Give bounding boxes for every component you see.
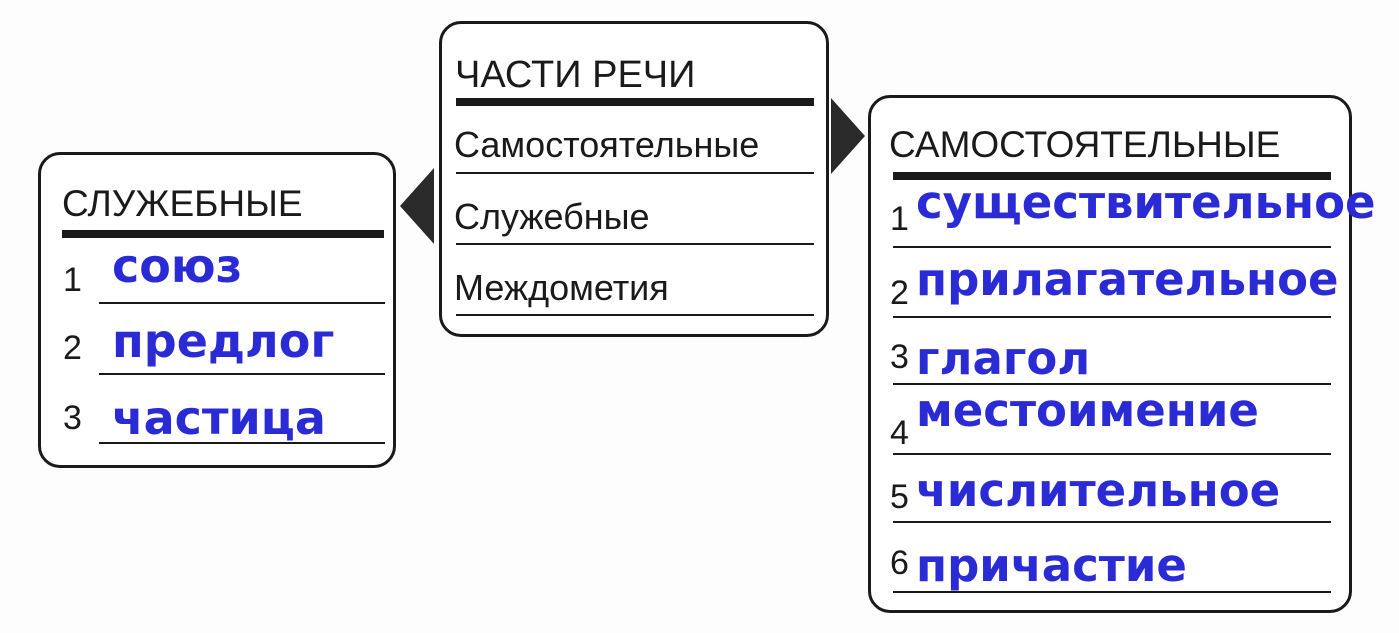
row-number: 3 bbox=[890, 338, 909, 376]
row-number: 3 bbox=[63, 399, 82, 437]
answer-verb: глагол bbox=[916, 332, 1091, 385]
row-line bbox=[893, 383, 1331, 385]
row-number: 2 bbox=[63, 329, 82, 367]
answer-adjective: прилагательное bbox=[916, 253, 1339, 306]
answer-participle: причастие bbox=[916, 539, 1187, 592]
row-line bbox=[893, 453, 1331, 455]
item-interjections: Междометия bbox=[454, 267, 669, 308]
row-number: 4 bbox=[890, 414, 909, 452]
answer-particle: частица bbox=[112, 391, 326, 445]
answer-pronoun: местоимение bbox=[916, 384, 1259, 437]
item-line bbox=[456, 243, 814, 245]
arrow-left-icon bbox=[400, 168, 434, 244]
answer-noun: существительное bbox=[916, 176, 1376, 229]
item-line bbox=[456, 172, 814, 174]
row-line bbox=[99, 442, 385, 444]
answer-preposition: предлог bbox=[112, 314, 335, 368]
parts-of-speech-title: ЧАСТИ РЕЧИ bbox=[455, 54, 696, 96]
parts-of-speech-box: ЧАСТИ РЕЧИ Самостоятельные Служебные Меж… bbox=[439, 21, 829, 337]
arrow-right-icon bbox=[831, 98, 865, 174]
independent-title: САМОСТОЯТЕЛЬНЫЕ bbox=[889, 124, 1281, 165]
row-number: 2 bbox=[890, 274, 909, 312]
row-line bbox=[893, 591, 1331, 593]
item-independent: Самостоятельные bbox=[454, 124, 760, 165]
auxiliary-box: СЛУЖЕБНЫЕ 1 союз 2 предлог 3 частица bbox=[38, 152, 396, 468]
row-number: 1 bbox=[890, 200, 909, 238]
title-underline bbox=[62, 230, 384, 238]
independent-box: САМОСТОЯТЕЛЬНЫЕ 1 существительное 2 прил… bbox=[868, 95, 1376, 613]
row-line bbox=[99, 373, 385, 375]
title-underline bbox=[456, 98, 814, 106]
answer-conjunction: союз bbox=[112, 239, 243, 293]
row-line bbox=[893, 246, 1331, 248]
row-number: 5 bbox=[890, 478, 909, 516]
auxiliary-title: СЛУЖЕБНЫЕ bbox=[62, 183, 303, 224]
row-line bbox=[99, 302, 385, 304]
row-line bbox=[893, 521, 1331, 523]
item-auxiliary: Служебные bbox=[454, 196, 650, 237]
item-line bbox=[456, 314, 814, 316]
title-underline bbox=[893, 172, 1331, 180]
answer-numeral: числительное bbox=[916, 464, 1281, 517]
row-number: 1 bbox=[63, 261, 82, 299]
row-number: 6 bbox=[890, 544, 909, 582]
row-line bbox=[893, 316, 1331, 318]
